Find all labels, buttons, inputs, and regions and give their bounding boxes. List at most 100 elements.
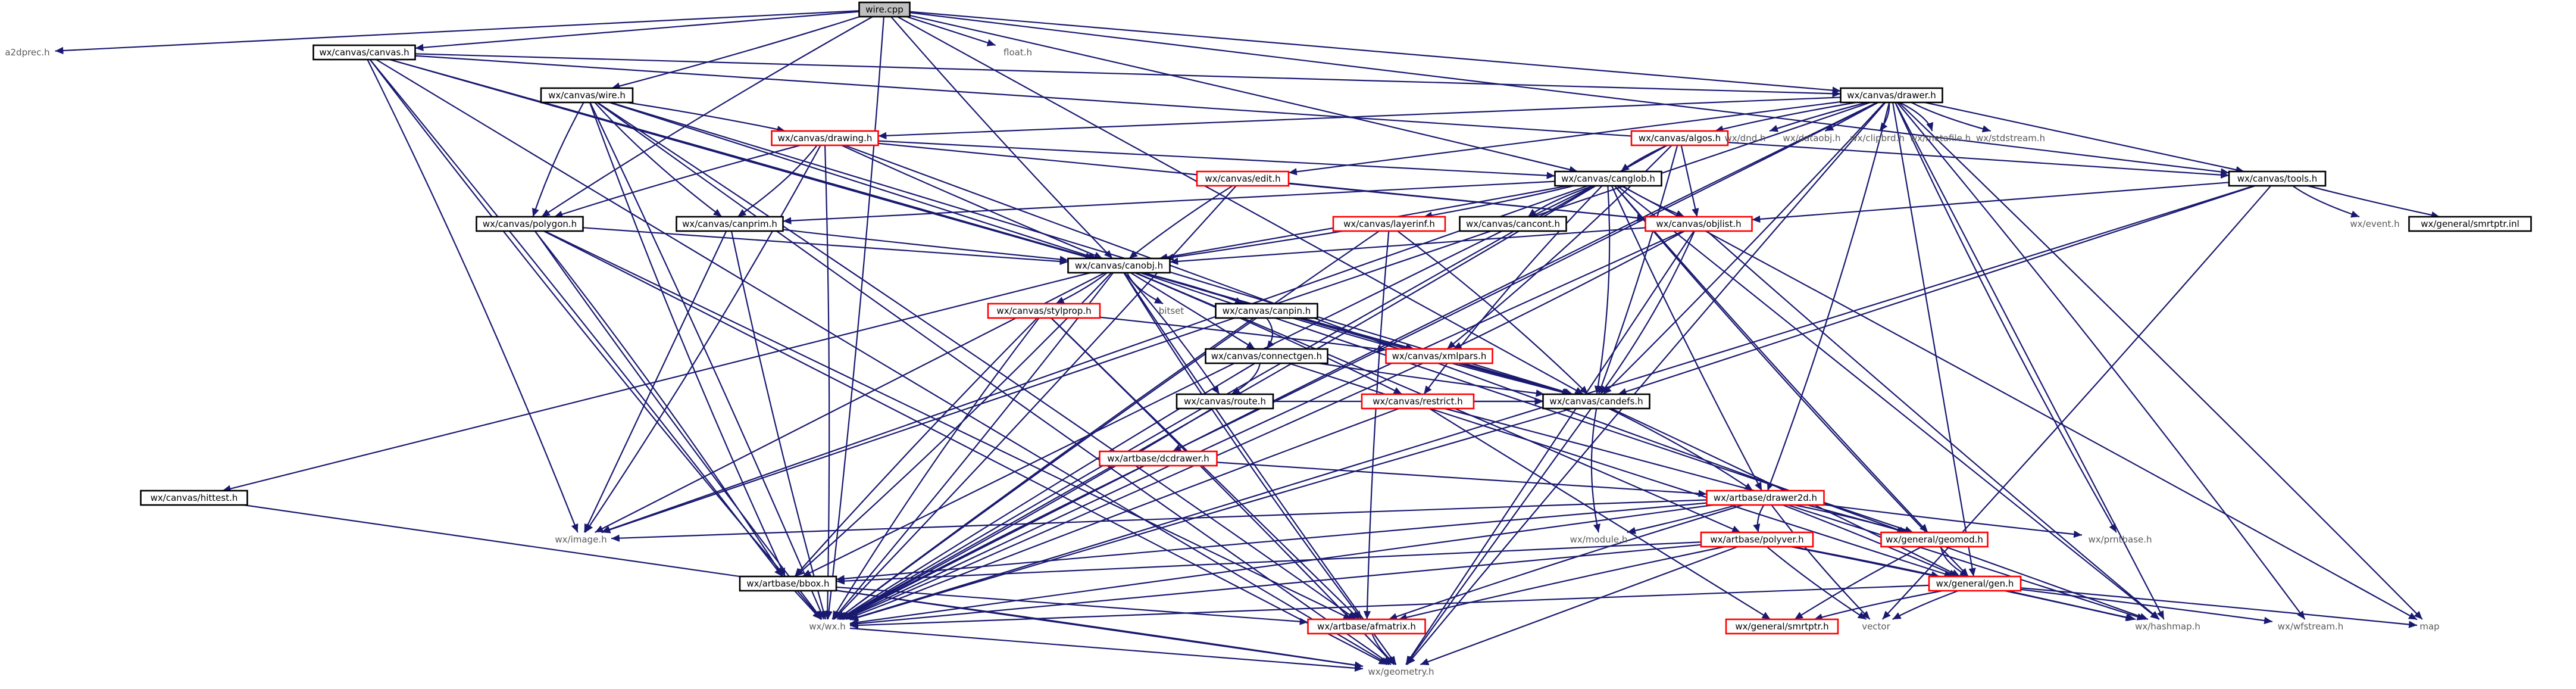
node-wire-cpp[interactable]: wire.cpp — [858, 1, 911, 18]
node-label: wx/canvas/candefs.h — [1549, 396, 1643, 407]
edge-canvas-h-to-drawer-h — [415, 53, 1841, 98]
node-restrict-h[interactable]: wx/canvas/restrict.h — [1361, 393, 1475, 410]
node-drawing-h[interactable]: wx/canvas/drawing.h — [771, 130, 879, 146]
edge-drawing-h-to-polygon-h — [554, 144, 801, 218]
node-label: wx/general/geomod.h — [1886, 534, 1983, 545]
node-dnd-h[interactable]: wx/dnd.h — [1720, 131, 1771, 145]
node-box — [1205, 348, 1328, 364]
edge-canvas-h-to-geometry-h — [376, 59, 1390, 665]
node-stylprop-h[interactable]: wx/canvas/stylprop.h — [987, 303, 1101, 319]
node-label: wx/canvas/cancont.h — [1466, 219, 1560, 229]
node-label: wx/canvas/objlist.h — [1656, 219, 1741, 229]
node-map[interactable]: map — [2417, 619, 2442, 634]
node-smrtptr2-h[interactable]: wx/general/smrtptr.h — [1725, 618, 1839, 635]
node-label: wx/dnd.h — [1724, 133, 1765, 144]
node-cancont-h[interactable]: wx/canvas/cancont.h — [1459, 216, 1567, 232]
node-label: vector — [1862, 621, 1890, 632]
node-canprim-h[interactable]: wx/canvas/canprim.h — [676, 216, 784, 232]
edge-canglob-h-to-geomod-h — [1614, 185, 1928, 533]
edge-stylprop-h-to-geometry-h — [1051, 317, 1395, 665]
edge-drawing-h-to-canglob-h — [878, 140, 1555, 179]
node-box — [1645, 216, 1753, 232]
node-metafile-h[interactable]: wx/metafile.h — [1902, 131, 1978, 145]
edge-drawing-h-to-image-h — [584, 145, 821, 533]
node-vector[interactable]: vector — [1856, 619, 1896, 634]
node-hittest-h[interactable]: wx/canvas/hittest.h — [140, 490, 248, 506]
node-label: wx/canvas/canvas.h — [319, 47, 409, 58]
node-box — [312, 44, 416, 61]
node-box — [140, 490, 248, 506]
edge-wire-h-to-bbox-h — [589, 102, 786, 577]
node-box — [1554, 170, 1662, 187]
edge-tools-h-to-event-h — [2292, 185, 2360, 218]
node-canpin-h[interactable]: wx/canvas/canpin.h — [1215, 303, 1318, 319]
node-box — [1176, 393, 1274, 410]
node-route-h[interactable]: wx/canvas/route.h — [1176, 393, 1274, 410]
edge-drawer2d-h-to-polyver-h — [1753, 504, 1765, 533]
node-geomod-h[interactable]: wx/general/geomod.h — [1880, 531, 1989, 548]
edge-canobj-h-to-bitset — [1126, 272, 1164, 304]
node-tools-h[interactable]: wx/canvas/tools.h — [2228, 170, 2327, 187]
node-connectgen-h[interactable]: wx/canvas/connectgen.h — [1205, 348, 1328, 364]
node-canobj-h[interactable]: wx/canvas/canobj.h — [1067, 257, 1171, 274]
edge-canprim-h-to-canobj-h — [783, 229, 1068, 263]
node-label: wx/geometry.h — [1368, 666, 1434, 677]
edge-gen-h-to-smrtptr2-h — [1814, 590, 1943, 621]
node-clipbrd-h[interactable]: wx/clipbrd.h — [1842, 131, 1913, 145]
edge-wire-cpp-to-tools-h — [909, 12, 2230, 176]
node-smrtptr-h[interactable]: wx/general/smrtptr.inl — [2408, 216, 2532, 232]
edge-canglob-h-to-cancont-h — [1527, 185, 1594, 217]
node-image-h[interactable]: wx/image.h — [551, 532, 611, 547]
node-event-h[interactable]: wx/event.h — [2344, 217, 2405, 231]
edge-wire-cpp-to-canglob-h — [909, 14, 1578, 173]
node-box — [771, 130, 879, 146]
node-bbox-h[interactable]: wx/artbase/bbox.h — [739, 575, 837, 592]
node-module-h[interactable]: wx/module.h — [1566, 532, 1632, 547]
node-polyver-h[interactable]: wx/artbase/polyver.h — [1700, 531, 1814, 548]
node-dcdrawer-h[interactable]: wx/artbase/dcdrawer.h — [1099, 450, 1218, 467]
node-drawer-h[interactable]: wx/canvas/drawer.h — [1840, 87, 1943, 104]
edge-canvas-h-to-image-h — [367, 59, 579, 533]
node-algos-h[interactable]: wx/canvas/algos.h — [1630, 130, 1729, 146]
edge-candefs-h-to-geometry-h — [1405, 408, 1592, 665]
node-hashmap-h[interactable]: wx/hashmap.h — [2133, 619, 2203, 634]
node-label: wx/general/gen.h — [1936, 578, 2014, 589]
edge-drawer-h-to-map — [1898, 102, 2423, 620]
edge-dcdrawer-h-to-drawer2d-h — [1217, 462, 1707, 497]
node-candefs-h[interactable]: wx/canvas/candefs.h — [1542, 393, 1650, 410]
node-label: wx/canvas/edit.h — [1205, 173, 1280, 184]
node-wfstream-h[interactable]: wx/wfstream.h — [2272, 619, 2349, 634]
node-edit-h[interactable]: wx/canvas/edit.h — [1196, 170, 1290, 187]
edge-objlist-h-to-wx-h — [842, 230, 1684, 620]
edge-gen-h-to-wfstream-h — [2020, 588, 2273, 625]
node-wire-h[interactable]: wx/canvas/wire.h — [540, 87, 634, 104]
node-afmatrix-h[interactable]: wx/artbase/afmatrix.h — [1307, 618, 1426, 635]
node-canvas-h[interactable]: wx/canvas/canvas.h — [312, 44, 416, 61]
node-polygon-h[interactable]: wx/canvas/polygon.h — [476, 216, 584, 232]
node-box — [1385, 348, 1493, 364]
edge-drawer2d-h-to-hashmap-h — [1787, 504, 2146, 621]
node-dataobj-h[interactable]: wx/dataobj.h — [1777, 131, 1847, 145]
node-stdstream-h[interactable]: wx/stdstream.h — [1970, 131, 2051, 145]
node-label: wx/canvas/layerinf.h — [1343, 219, 1435, 229]
edge-gen-h-to-map — [2020, 587, 2418, 628]
node-a2dprec[interactable]: a2dprec.h — [0, 45, 55, 60]
edge-drawer-h-to-hashmap-h — [1895, 102, 2165, 620]
node-drawer2d-h[interactable]: wx/artbase/drawer2d.h — [1706, 490, 1825, 506]
node-wx-h[interactable]: wx/wx.h — [805, 619, 850, 634]
node-layerinf-h[interactable]: wx/canvas/layerinf.h — [1332, 216, 1446, 232]
node-box — [676, 216, 784, 232]
node-label: wx/canvas/canobj.h — [1075, 260, 1163, 271]
node-canglob-h[interactable]: wx/canvas/canglob.h — [1554, 170, 1662, 187]
node-label: wx/artbase/drawer2d.h — [1714, 492, 1817, 503]
node-prntbase-h[interactable]: wx/prntbase.h — [2082, 532, 2158, 547]
node-xmlpars-h[interactable]: wx/canvas/xmlpars.h — [1385, 348, 1493, 364]
node-float-h[interactable]: float.h — [995, 45, 1040, 60]
node-geometry-h[interactable]: wx/geometry.h — [1363, 665, 1439, 679]
node-bitset[interactable]: bitset — [1151, 304, 1192, 318]
node-objlist-h[interactable]: wx/canvas/objlist.h — [1645, 216, 1753, 232]
edge-drawer-h-to-metafile-h — [1899, 102, 1934, 132]
edge-canglob-h-to-map — [1621, 185, 2418, 621]
node-label: wx/artbase/dcdrawer.h — [1107, 453, 1209, 464]
node-gen-h[interactable]: wx/general/gen.h — [1928, 575, 2022, 592]
